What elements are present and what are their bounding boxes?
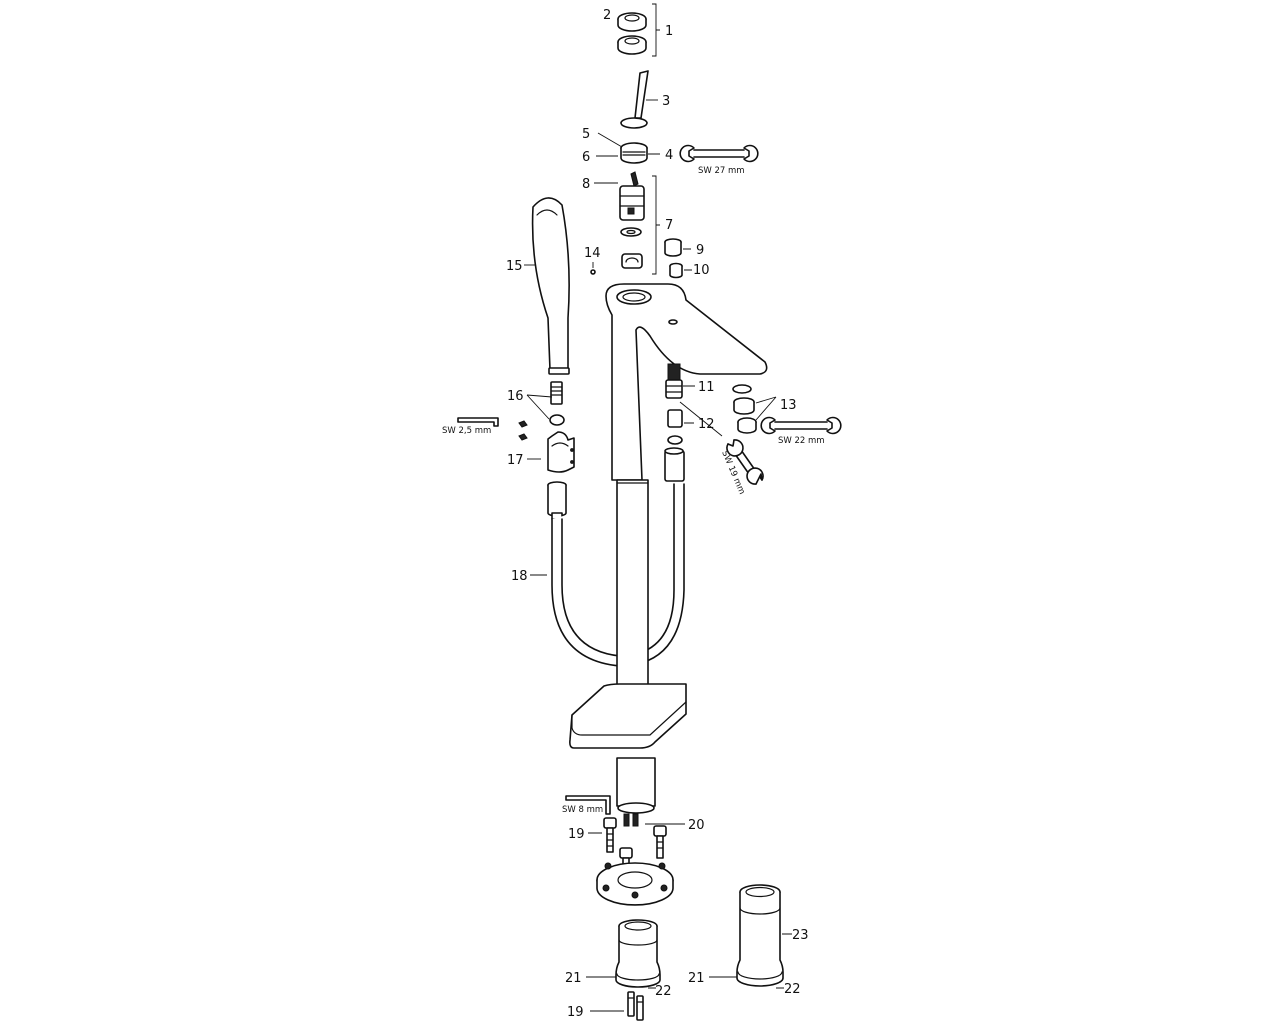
callout-10: 10 bbox=[693, 263, 710, 278]
part-8-cartridge bbox=[619, 171, 645, 269]
floor-plate bbox=[569, 683, 687, 749]
callout-3: 3 bbox=[662, 94, 670, 109]
callout-18: 18 bbox=[511, 569, 528, 584]
callout-19-lower: 19 bbox=[567, 1005, 584, 1020]
part-9-cap bbox=[664, 238, 682, 257]
callout-6: 6 bbox=[582, 150, 590, 165]
part-16-connector bbox=[549, 381, 565, 426]
callout-12: 12 bbox=[698, 417, 715, 432]
wrench-sw22-icon bbox=[760, 416, 842, 435]
callout-23: 23 bbox=[792, 928, 809, 943]
label-sw8: SW 8 mm bbox=[562, 805, 603, 815]
part-10-cap bbox=[669, 262, 683, 279]
callout-14: 14 bbox=[584, 246, 601, 261]
label-sw27: SW 27 mm bbox=[698, 166, 745, 176]
part-3-lever bbox=[620, 70, 649, 129]
bracket-1 bbox=[652, 3, 660, 57]
callout-17: 17 bbox=[507, 453, 524, 468]
part-13-aerator bbox=[732, 384, 757, 434]
hex-key-sw8-icon bbox=[565, 795, 611, 815]
part-1-ring bbox=[617, 35, 647, 55]
mounting-flange bbox=[596, 862, 674, 906]
callout-22-left: 22 bbox=[655, 984, 672, 999]
callout-11: 11 bbox=[698, 380, 715, 395]
part-19-pins-lower bbox=[627, 991, 644, 1021]
callout-8: 8 bbox=[582, 177, 590, 192]
spout-body bbox=[605, 283, 768, 728]
wrench-sw19-icon bbox=[726, 439, 764, 485]
part-14-screw bbox=[590, 269, 596, 275]
grub-screws bbox=[518, 420, 528, 441]
part-2-ring bbox=[617, 12, 647, 32]
wrench-sw27-icon bbox=[679, 144, 759, 163]
part-11-diverter bbox=[665, 363, 683, 399]
callout-21-left: 21 bbox=[565, 971, 582, 986]
callout-7: 7 bbox=[665, 218, 673, 233]
callout-9: 9 bbox=[696, 243, 704, 258]
callout-21-right: 21 bbox=[688, 971, 705, 986]
part-21-riser-short bbox=[615, 919, 661, 988]
part-17-holder bbox=[547, 431, 575, 473]
callout-13: 13 bbox=[780, 398, 797, 413]
callout-2: 2 bbox=[603, 8, 611, 23]
callout-16: 16 bbox=[507, 389, 524, 404]
callout-20: 20 bbox=[688, 818, 705, 833]
label-sw25: SW 2,5 mm bbox=[442, 426, 491, 436]
callout-4: 4 bbox=[665, 148, 673, 163]
callout-22-right: 22 bbox=[784, 982, 801, 997]
part-20-pin bbox=[623, 813, 639, 827]
part-12-seal bbox=[667, 409, 683, 445]
part-4-nut bbox=[620, 142, 648, 164]
hex-key-sw25-icon bbox=[457, 417, 499, 427]
callout-15: 15 bbox=[506, 259, 523, 274]
callout-19-upper: 19 bbox=[568, 827, 585, 842]
part-15-hand-shower bbox=[531, 197, 570, 375]
callout-5: 5 bbox=[582, 127, 590, 142]
callout-1: 1 bbox=[665, 24, 673, 39]
label-sw22: SW 22 mm bbox=[778, 436, 825, 446]
part-23-riser-tall bbox=[736, 884, 784, 987]
lower-column bbox=[616, 757, 656, 814]
